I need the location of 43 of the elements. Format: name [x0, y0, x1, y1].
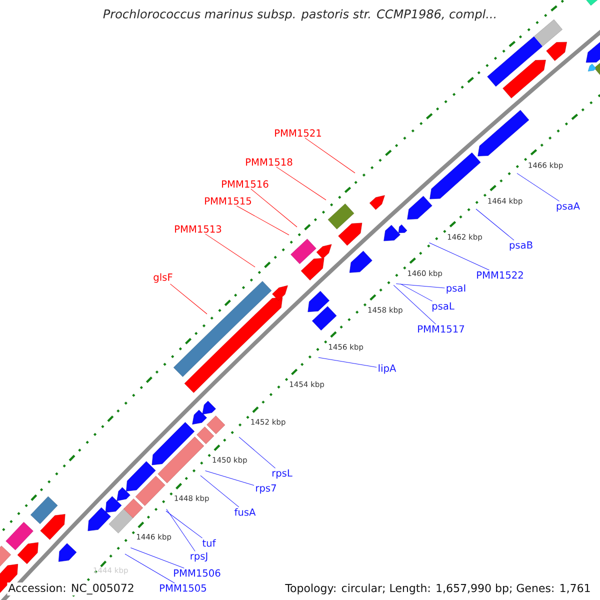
leader-line [400, 284, 433, 302]
gene-label: lipA [378, 364, 396, 374]
gene-label: tuf [202, 539, 216, 547]
leader-line [170, 284, 208, 314]
leader-line [200, 475, 240, 508]
gene-label: PMM1516 [222, 180, 268, 188]
topology-label: Topology: circular; Length: 1,657,990 bp; Genes: 1,761 [284, 582, 592, 596]
leader-line [304, 138, 356, 174]
gene-label: psaA [556, 202, 580, 212]
leader-line [318, 357, 377, 368]
accession-label: Accession: NC_005072 [7, 582, 136, 596]
gene-label: PMM1522 [477, 271, 523, 279]
leader-line [205, 234, 256, 268]
leader-line [166, 508, 196, 552]
leader-line [166, 510, 203, 538]
leader-line [429, 242, 490, 270]
gene-label: rpsL [272, 469, 292, 479]
leader-line [393, 284, 436, 324]
title: Prochlorococcus marinus subsp. pastoris str. CCMP1986, compl... [100, 7, 500, 23]
leader-line [516, 173, 560, 202]
gene-label: PMM1515 [205, 197, 252, 205]
gene-label: PMM1506 [174, 569, 220, 577]
leader-line [205, 470, 254, 486]
leader-line [130, 547, 184, 568]
leader-line [476, 208, 514, 240]
leader-line [236, 206, 290, 236]
leader-line [396, 283, 445, 288]
gene-label: rps7 [256, 484, 276, 494]
gene-label: psaI [446, 284, 466, 294]
gene-label: PMM1518 [246, 158, 292, 166]
gene-label: PMM1513 [175, 225, 222, 233]
gene-label: psaB [510, 241, 532, 251]
gene-label: PMM1517 [418, 325, 464, 333]
gene-label: fusA [234, 508, 256, 516]
gene-label: psaL [432, 302, 454, 312]
gene-label: PMM1505 [160, 584, 206, 592]
leader-line [250, 188, 298, 228]
gene-label: glsF [154, 273, 172, 283]
leader-line [238, 436, 276, 468]
gene-label: rpsJ [190, 552, 208, 562]
leader-line [276, 166, 326, 200]
leader-line [124, 554, 175, 584]
gene-label: PMM1521 [275, 129, 321, 137]
